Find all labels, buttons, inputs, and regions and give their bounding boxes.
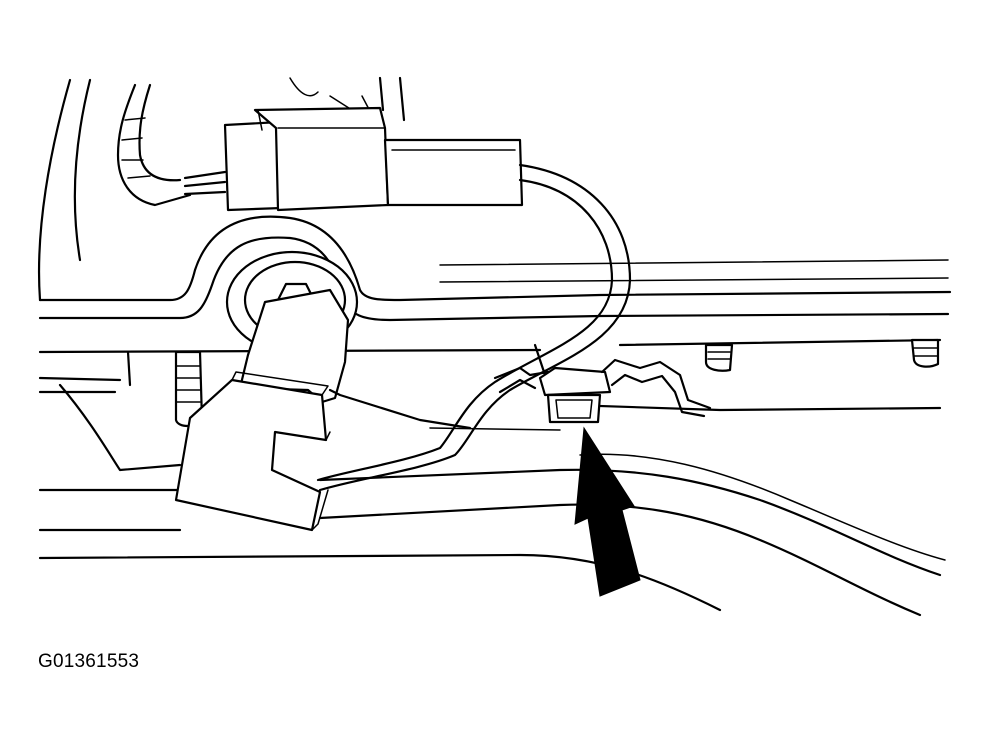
casting-rib: [38, 215, 952, 322]
arrow-icon: [574, 426, 641, 597]
stud-row: [174, 338, 940, 428]
figure-code: G01361553: [38, 651, 140, 672]
mounting-bolt: [493, 343, 712, 424]
electrical-connector: [223, 106, 524, 212]
engine-block-outline: [37, 76, 406, 302]
knock-sensor-body: [174, 288, 472, 532]
wiring-harness: [116, 77, 373, 207]
